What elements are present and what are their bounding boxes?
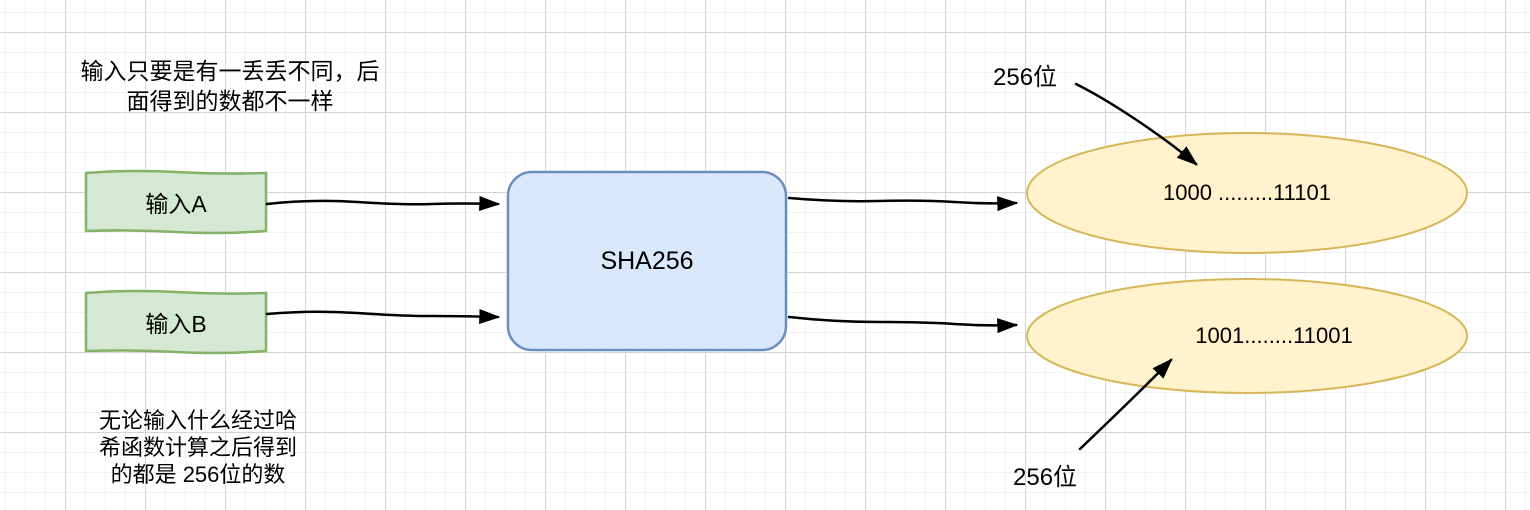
hash-output-b-label: 1001........11001	[1195, 323, 1353, 348]
input-a-label: 输入A	[145, 190, 207, 217]
hash-output-a-label: 1000 .........11101	[1163, 180, 1331, 205]
bits-label-top: 256位	[993, 64, 1058, 91]
arrow-input-a-to-sha256[interactable]	[265, 195, 501, 211]
input-b-label: 输入B	[145, 310, 207, 337]
annotation-top-left: 输入只要是有一丢丢不同，后 面得到的数都不一样	[80, 58, 380, 114]
input-b-shape[interactable]	[84, 289, 268, 355]
hash-output-a-shape[interactable]	[1026, 132, 1468, 254]
sha256-shape[interactable]	[506, 170, 788, 352]
arrow-sha256-to-hash-b[interactable]	[787, 315, 1019, 334]
input-a-shape[interactable]	[84, 169, 268, 235]
sha256-label: SHA256	[600, 246, 694, 275]
bits-arrow-top[interactable]	[1074, 82, 1198, 166]
bits-label-bottom: 256位	[1013, 464, 1078, 491]
annotation-bottom-left: 无论输入什么经过哈 希函数计算之后得到 的都是 256位的数	[98, 408, 297, 487]
hash-output-b-shape[interactable]	[1026, 278, 1468, 394]
arrow-sha256-to-hash-a[interactable]	[787, 196, 1019, 212]
bits-arrow-bottom[interactable]	[1078, 358, 1173, 451]
arrow-input-b-to-sha256[interactable]	[265, 308, 501, 324]
